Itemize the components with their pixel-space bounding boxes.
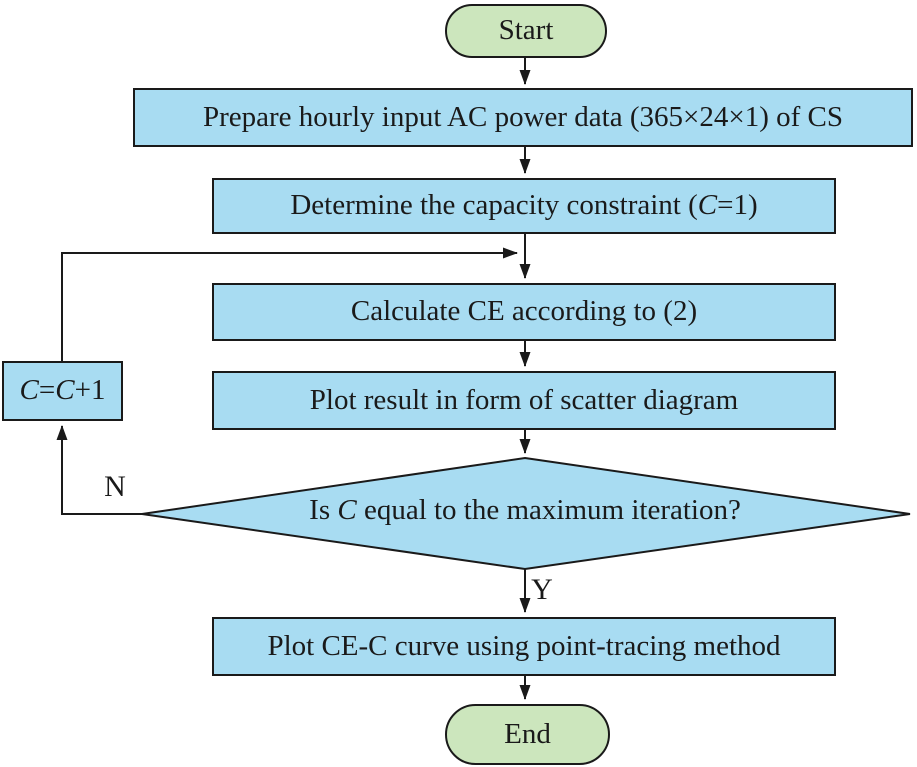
node-increment: C=C+1 — [2, 361, 123, 421]
node-end-label: End — [504, 717, 551, 750]
node-plot-curve-label: Plot CE-C curve using point-tracing meth… — [267, 629, 781, 662]
node-decision-label: Is C equal to the maximum iteration? — [309, 494, 741, 526]
arrow-increment-to-calculate — [61, 247, 518, 361]
node-plot-curve: Plot CE-C curve using point-tracing meth… — [212, 617, 836, 676]
node-capacity-constraint-label: Determine the capacity constraint (C=1) — [290, 189, 758, 222]
node-calculate-ce-label: Calculate CE according to (2) — [350, 295, 698, 328]
node-prepare-data-label: Prepare hourly input AC power data (365×… — [203, 100, 843, 133]
arrow-decision-no-to-increment — [56, 425, 142, 515]
node-plot-scatter: Plot result in form of scatter diagram — [212, 371, 836, 430]
node-start-label: Start — [498, 14, 554, 47]
node-end: End — [445, 704, 610, 765]
decision-diamond — [141, 456, 911, 571]
branch-label-no: N — [104, 470, 126, 503]
node-start: Start — [445, 4, 607, 58]
node-calculate-ce: Calculate CE according to (2) — [212, 283, 836, 341]
node-plot-scatter-label: Plot result in form of scatter diagram — [309, 383, 739, 416]
branch-label-yes: Y — [531, 573, 553, 606]
node-increment-label: C=C+1 — [19, 374, 106, 407]
node-prepare-data: Prepare hourly input AC power data (365×… — [133, 88, 913, 147]
node-capacity-constraint: Determine the capacity constraint (C=1) — [212, 178, 836, 234]
